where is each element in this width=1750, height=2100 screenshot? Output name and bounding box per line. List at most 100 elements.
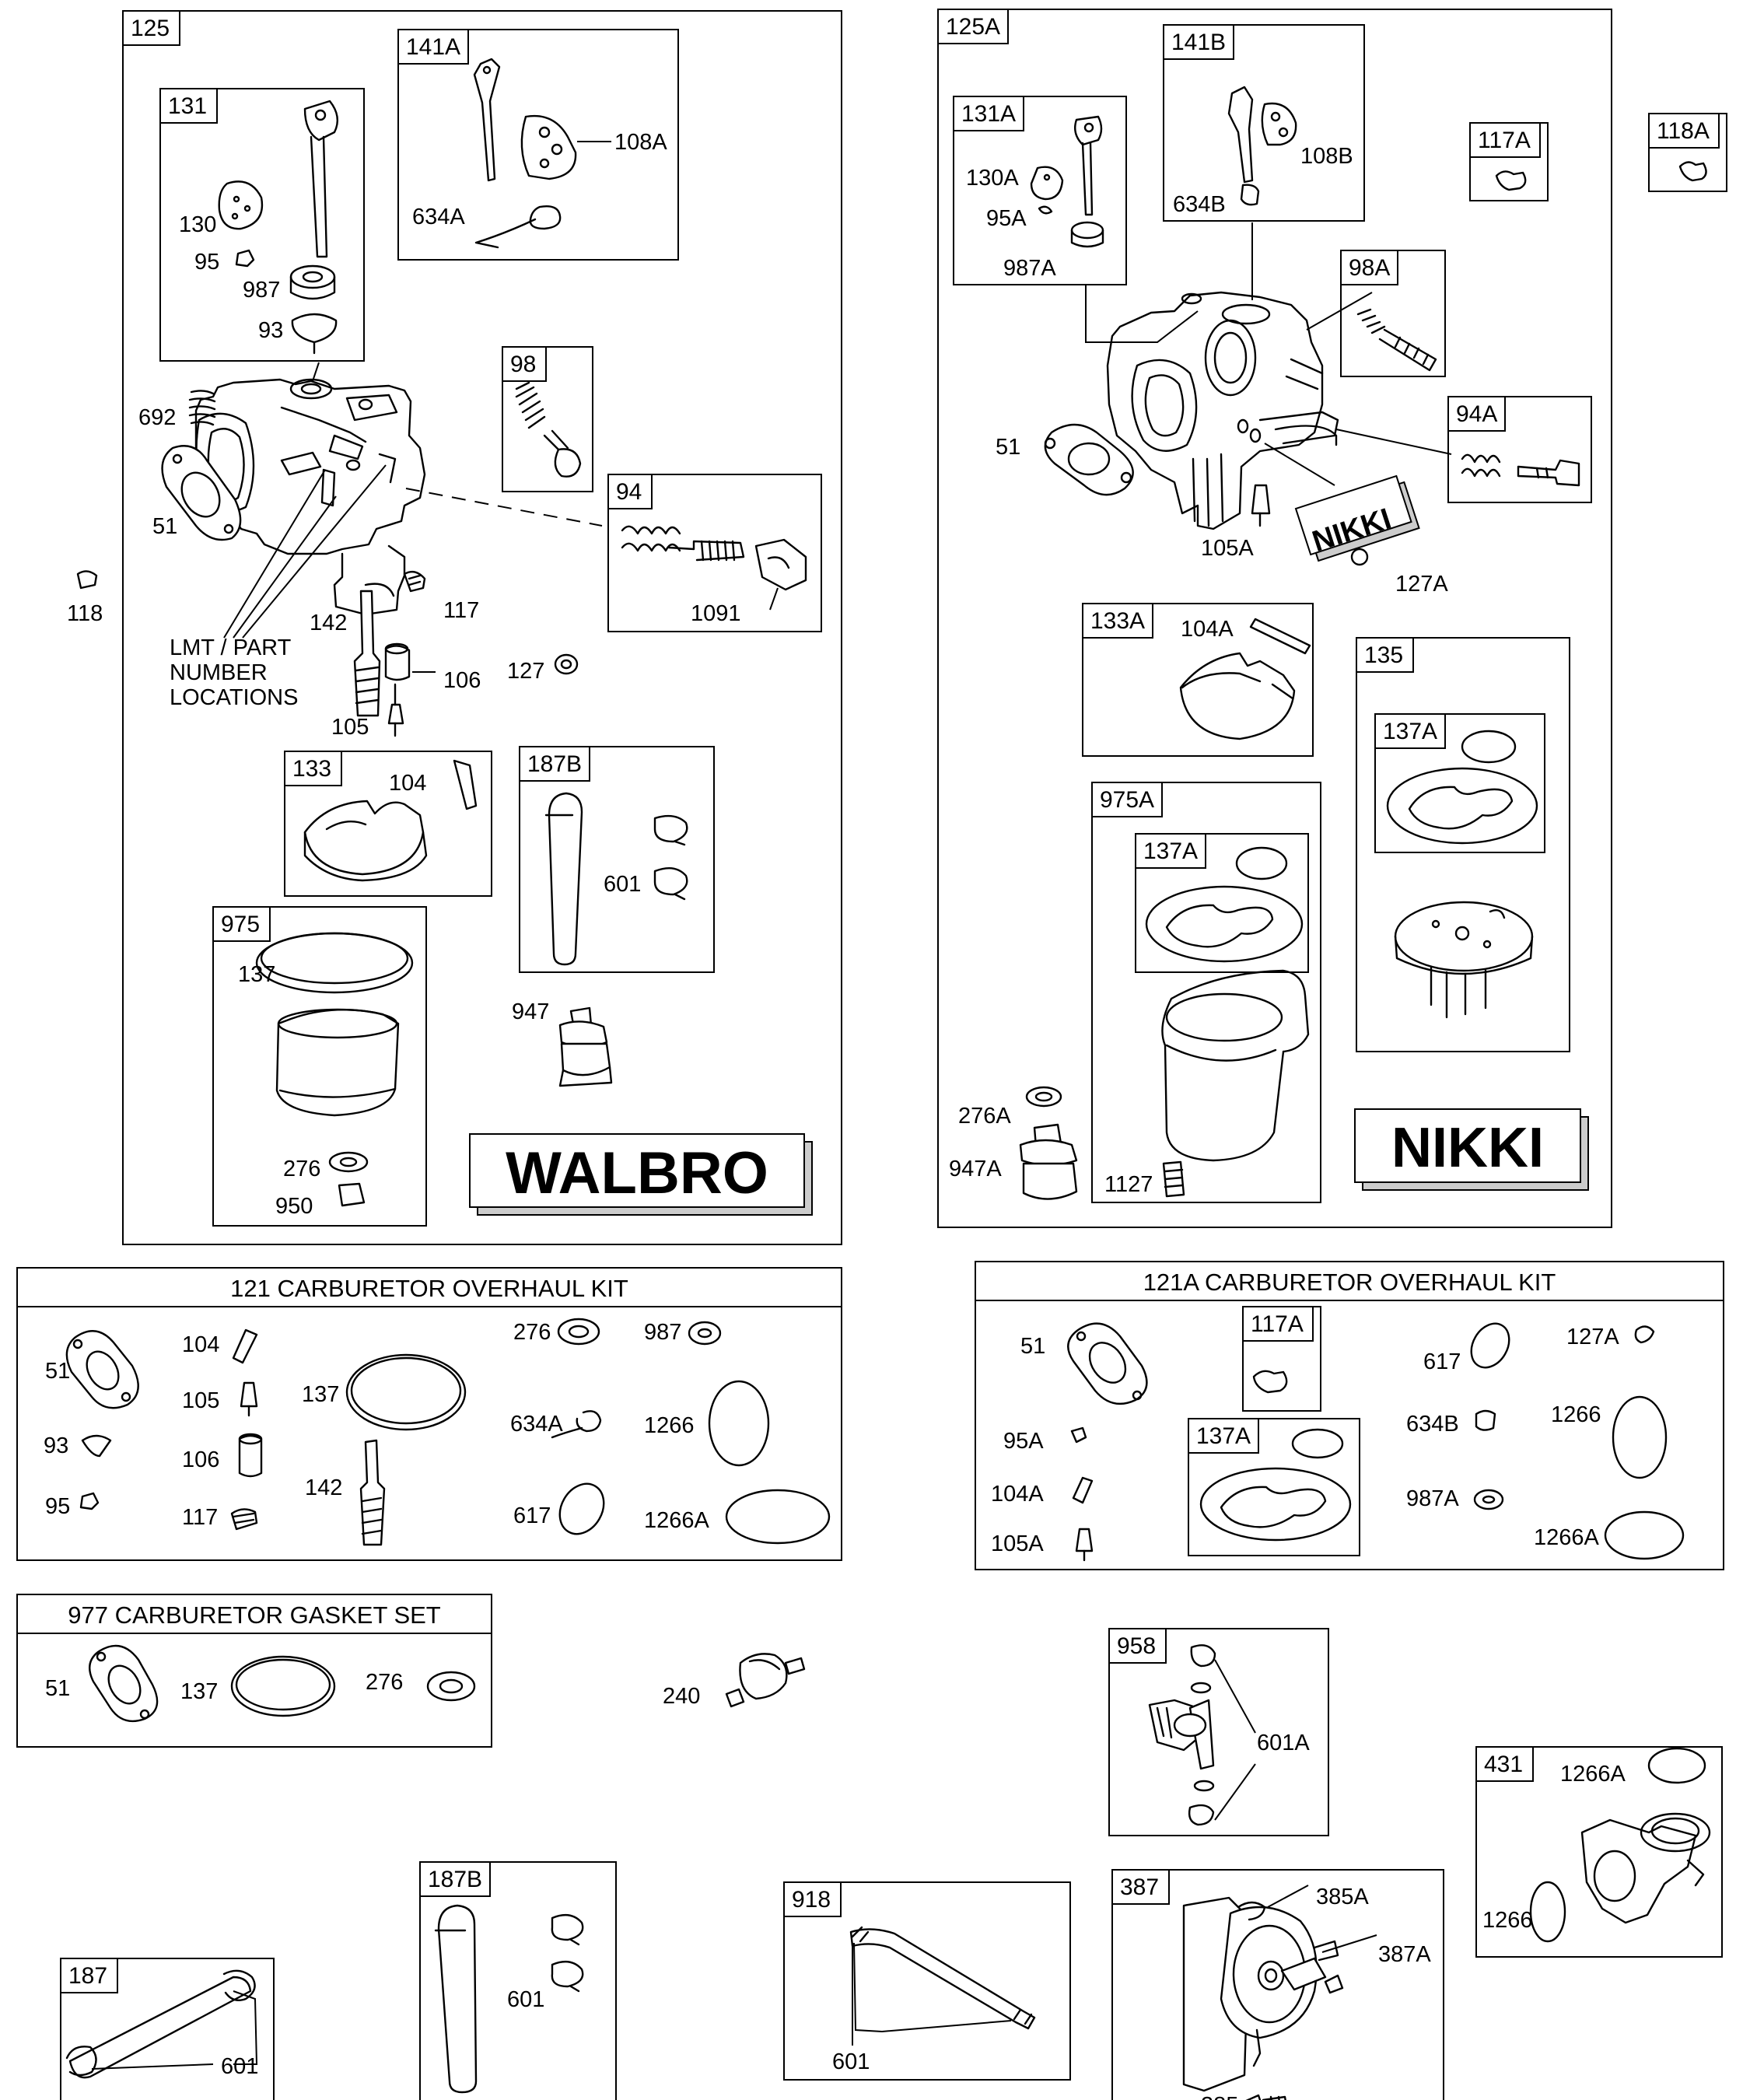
part-number-label: 947 <box>512 999 549 1024</box>
group-tag-box <box>1648 113 1720 149</box>
part-number-label: 130A <box>966 166 1019 191</box>
lmt-leaders <box>223 362 603 639</box>
part-number-label: 634A <box>412 205 465 229</box>
part-number-label: 117 <box>182 1505 218 1530</box>
group-918: 918 <box>783 1881 1071 2081</box>
group-tag-label: 431 <box>1484 1752 1523 1777</box>
group-tag-label: 187 <box>68 1963 107 1989</box>
group-tag-label: 98A <box>1349 255 1390 281</box>
lmt-note: LMT / PART NUMBER LOCATIONS <box>170 635 298 710</box>
group-frame <box>1475 1746 1723 1958</box>
group-frame <box>1188 1418 1360 1556</box>
group-tag-label: 137A <box>1383 719 1437 744</box>
fittings-117A-118A <box>1495 161 1707 191</box>
group-117A_kit: 117A <box>1242 1306 1321 1412</box>
group-tag-label: 117A <box>1478 128 1531 153</box>
choke-parts-131A <box>1030 115 1104 248</box>
kit-title: 121A CARBURETOR OVERHAUL KIT <box>1143 1269 1556 1296</box>
group-tag-label: 918 <box>792 1887 831 1913</box>
group-tag-box <box>419 1861 491 1897</box>
nikki-brand-text: NIKKI <box>1391 1117 1544 1179</box>
part-number-label: 51 <box>1020 1334 1045 1359</box>
part-number-label: 1266 <box>1482 1908 1533 1933</box>
part-number-label: 105 <box>331 715 369 740</box>
group-tag-box <box>1108 1628 1167 1664</box>
group-frame <box>1135 833 1309 973</box>
group-tag-box <box>284 751 342 786</box>
group-98A: 98A <box>1340 250 1446 377</box>
kit-frame <box>975 1261 1724 1570</box>
part-number-label: 276 <box>513 1320 551 1345</box>
group-tag-box <box>397 29 469 65</box>
group-137A_975A: 137A <box>1135 833 1309 973</box>
part-number-label: 108A <box>614 130 667 155</box>
part-number-label: 276 <box>366 1670 403 1695</box>
group-431: 431 <box>1475 1746 1723 1958</box>
group-94: 94 <box>607 474 822 632</box>
group-frame <box>607 474 822 632</box>
part-number-label: 104 <box>182 1332 219 1357</box>
part-number-label: 601A <box>1257 1731 1310 1755</box>
choke-parts-131 <box>218 100 339 355</box>
kit-121-parts <box>65 1318 831 1546</box>
walbro-plate <box>469 1133 813 1216</box>
carburetor-body-nikki <box>1085 222 1452 530</box>
part-number-label: 1266A <box>1560 1762 1626 1787</box>
group-958: 958 <box>1108 1628 1329 1836</box>
part-number-label: 105A <box>1201 536 1254 561</box>
group-975A: 975A <box>1091 782 1321 1203</box>
kit-title: 121 CARBURETOR OVERHAUL KIT <box>230 1275 628 1302</box>
group-131A: 131A <box>953 96 1127 285</box>
gasket-137A-975A <box>1145 846 1304 963</box>
group-tag-box <box>1340 250 1398 285</box>
group-187B_bot: 187B <box>419 1861 617 2100</box>
group-tag-box <box>212 906 271 942</box>
part-number-label: 987A <box>1406 1486 1459 1511</box>
part-number-label: 385A <box>1316 1885 1369 1909</box>
group-94A: 94A <box>1447 396 1592 503</box>
group-tag-box <box>122 10 180 46</box>
part-number-label: 1266 <box>644 1413 695 1438</box>
part-number-label: 601 <box>221 2054 258 2079</box>
group-frame <box>1163 24 1365 222</box>
part-number-label: 51 <box>45 1359 70 1384</box>
throttle-shaft-141B <box>1227 86 1297 206</box>
group-tag-box <box>1242 1306 1314 1342</box>
part-number-label: 93 <box>44 1433 68 1458</box>
group-tag-box <box>953 96 1024 131</box>
group-tag-label: 125 <box>131 16 170 41</box>
part-number-label: 137 <box>180 1679 218 1704</box>
group-975: 975 <box>212 906 427 1227</box>
part-number-label: 947A <box>949 1157 1002 1181</box>
group-tag-label: 975A <box>1100 787 1154 813</box>
group-frame <box>519 746 715 973</box>
group-frame <box>1111 1869 1444 2100</box>
group-frame <box>419 1861 617 2100</box>
group-frame <box>1447 396 1592 503</box>
group-tag-box <box>1188 1418 1259 1454</box>
part-drawings <box>65 58 1711 2100</box>
group-125: 125 <box>122 10 842 1245</box>
nikki-plate <box>1354 1108 1589 1191</box>
fuel-filter-240 <box>725 1653 806 1708</box>
group-141A: 141A <box>397 29 679 261</box>
group-frame <box>212 906 427 1227</box>
part-number-label: 987 <box>243 278 280 303</box>
group-tag-label: 135 <box>1364 642 1403 668</box>
group-frame <box>284 751 492 897</box>
group-tag-box <box>1469 122 1541 158</box>
group-tag-box <box>1082 603 1153 639</box>
group-118A: 118A <box>1648 113 1727 192</box>
part-number-label: 51 <box>152 514 177 539</box>
solenoid-947A <box>1019 1086 1078 1200</box>
group-tag-box <box>159 88 218 124</box>
idle-screw-98 <box>515 381 582 478</box>
part-number-label: 950 <box>275 1194 313 1219</box>
group-tag-label: 141B <box>1171 30 1226 55</box>
group-tag-label: 131 <box>168 93 207 119</box>
part-number-label: 142 <box>310 611 347 635</box>
part-number-label: 95A <box>1003 1429 1044 1454</box>
float-133 <box>303 759 478 882</box>
